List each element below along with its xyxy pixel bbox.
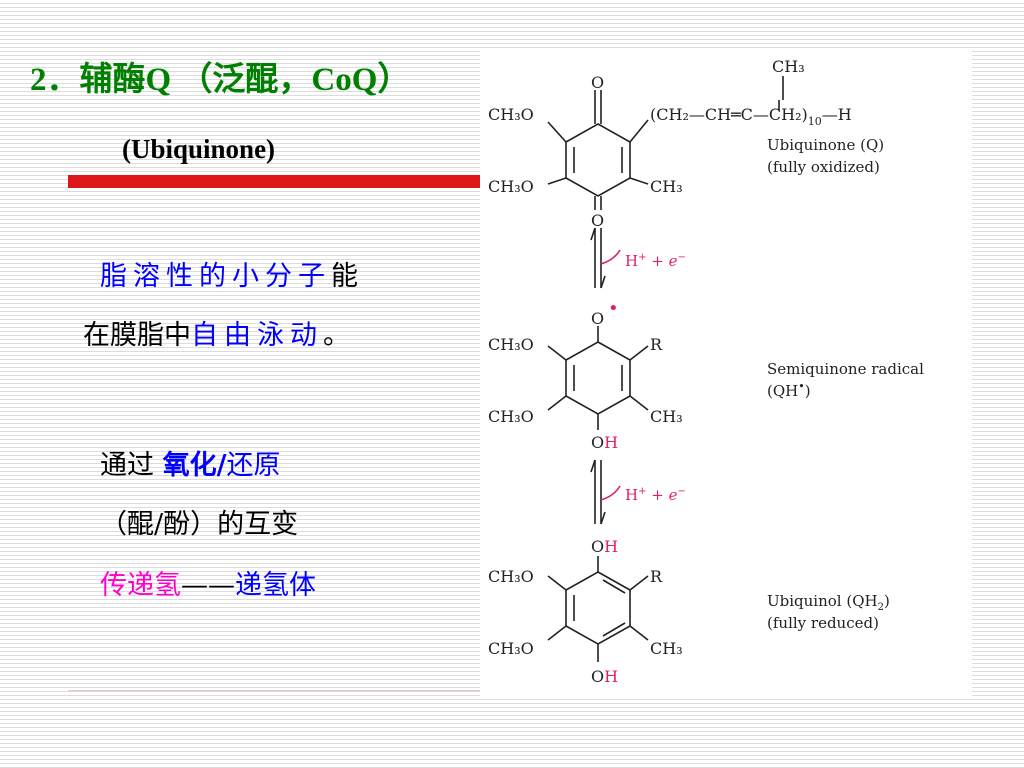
qh2-ch3: CH₃ (650, 639, 683, 658)
p2-black-text: 通过 (100, 450, 163, 481)
q-bottom-oxygen: O (591, 211, 604, 230)
qh2-label-name: Ubiquinol (QH2) (767, 592, 890, 613)
slide-subtitle: (Ubiquinone) (122, 134, 276, 164)
paragraph2-line2: （醌/酚）的互变 (100, 509, 299, 540)
qh2-r-group: R (650, 567, 663, 586)
redox-diagram-svg: O CH₃O CH₃O O CH₃ CH₃ (CH₂—CH═C—CH₂)10—H… (488, 57, 924, 686)
q-ch3o-bottom: CH₃O (488, 177, 534, 196)
title-underline-bar (68, 175, 480, 188)
q-chain-ch3: CH₃ (772, 57, 805, 76)
title-number: 2． (30, 62, 80, 98)
q-label-name: Ubiquinone (Q) (767, 136, 884, 154)
p2-dash: —— (181, 570, 235, 601)
step2-label: H+ + e− (625, 486, 686, 504)
ubiquinol-ring (547, 556, 649, 662)
title-alias: 泛醌， (212, 59, 312, 98)
bottom-divider (68, 690, 480, 691)
paragraph2-line3: 传递氢——递氢体 (100, 569, 316, 603)
qh2-ch3o-bottom: CH₃O (488, 639, 534, 658)
q-label-state: (fully oxidized) (767, 158, 880, 176)
qh-r-group: R (650, 335, 663, 354)
qh-top-oxygen: O (591, 309, 604, 328)
p2-blue-end: 递氢体 (235, 570, 316, 601)
semiquinone-ring (547, 326, 649, 430)
qh-ch3o-bottom: CH₃O (488, 407, 534, 426)
p1-blue-text: 脂溶性的小分子 (100, 261, 331, 292)
title-cn-name: 辅酶 (79, 59, 146, 98)
q-ch3: CH₃ (650, 177, 683, 196)
p1-line2-end: 。 (323, 320, 350, 351)
ubiquinone-ring (547, 76, 784, 210)
qh-radical-dot: • (608, 298, 619, 319)
qh2-top-oh: OH (591, 537, 618, 556)
title-paren-open: （ (179, 59, 213, 98)
qh-ch3: CH₃ (650, 407, 683, 426)
p2-pink-text: 传递氢 (100, 570, 181, 601)
title-coq: CoQ (311, 62, 378, 98)
qh-label-name: Semiquinone radical (767, 360, 924, 378)
equilibrium-arrow-2 (590, 459, 621, 525)
q-top-oxygen: O (591, 73, 604, 92)
paragraph1-line1: 脂溶性的小分子能 (100, 260, 358, 294)
p1-line2-blue: 自由泳动 (191, 320, 323, 351)
qh-label-formula: (QH•) (767, 380, 811, 400)
q-chain: (CH₂—CH═C—CH₂)10—H (650, 105, 852, 128)
p1-line2-black: 在膜脂中 (83, 320, 191, 351)
q-ch3o-top: CH₃O (488, 105, 534, 124)
p2-blue-text: 氧化/ (162, 450, 227, 481)
paragraph2-line1: 通过 氧化/还原 (100, 449, 280, 483)
equilibrium-arrow-1 (590, 227, 621, 289)
slide-title: 2．辅酶Q （泛醌，CoQ） (30, 52, 410, 100)
p2-blue-text2: 还原 (226, 450, 281, 481)
ubiquinone-redox-figure: O CH₃O CH₃O O CH₃ CH₃ (CH₂—CH═C—CH₂)10—H… (480, 50, 972, 698)
step1-label: H+ + e− (625, 252, 686, 270)
qh-oh: OH (591, 433, 618, 452)
qh2-bottom-oh: OH (591, 667, 618, 686)
title-paren-close: ） (377, 59, 411, 98)
qh2-label-state: (fully reduced) (767, 614, 879, 632)
paragraph1-line2: 在膜脂中自由泳动。 (83, 319, 350, 353)
p1-black-text: 能 (331, 261, 358, 292)
qh-ch3o-top: CH₃O (488, 335, 534, 354)
qh2-ch3o-top: CH₃O (488, 567, 534, 586)
title-letter: Q (145, 62, 172, 98)
